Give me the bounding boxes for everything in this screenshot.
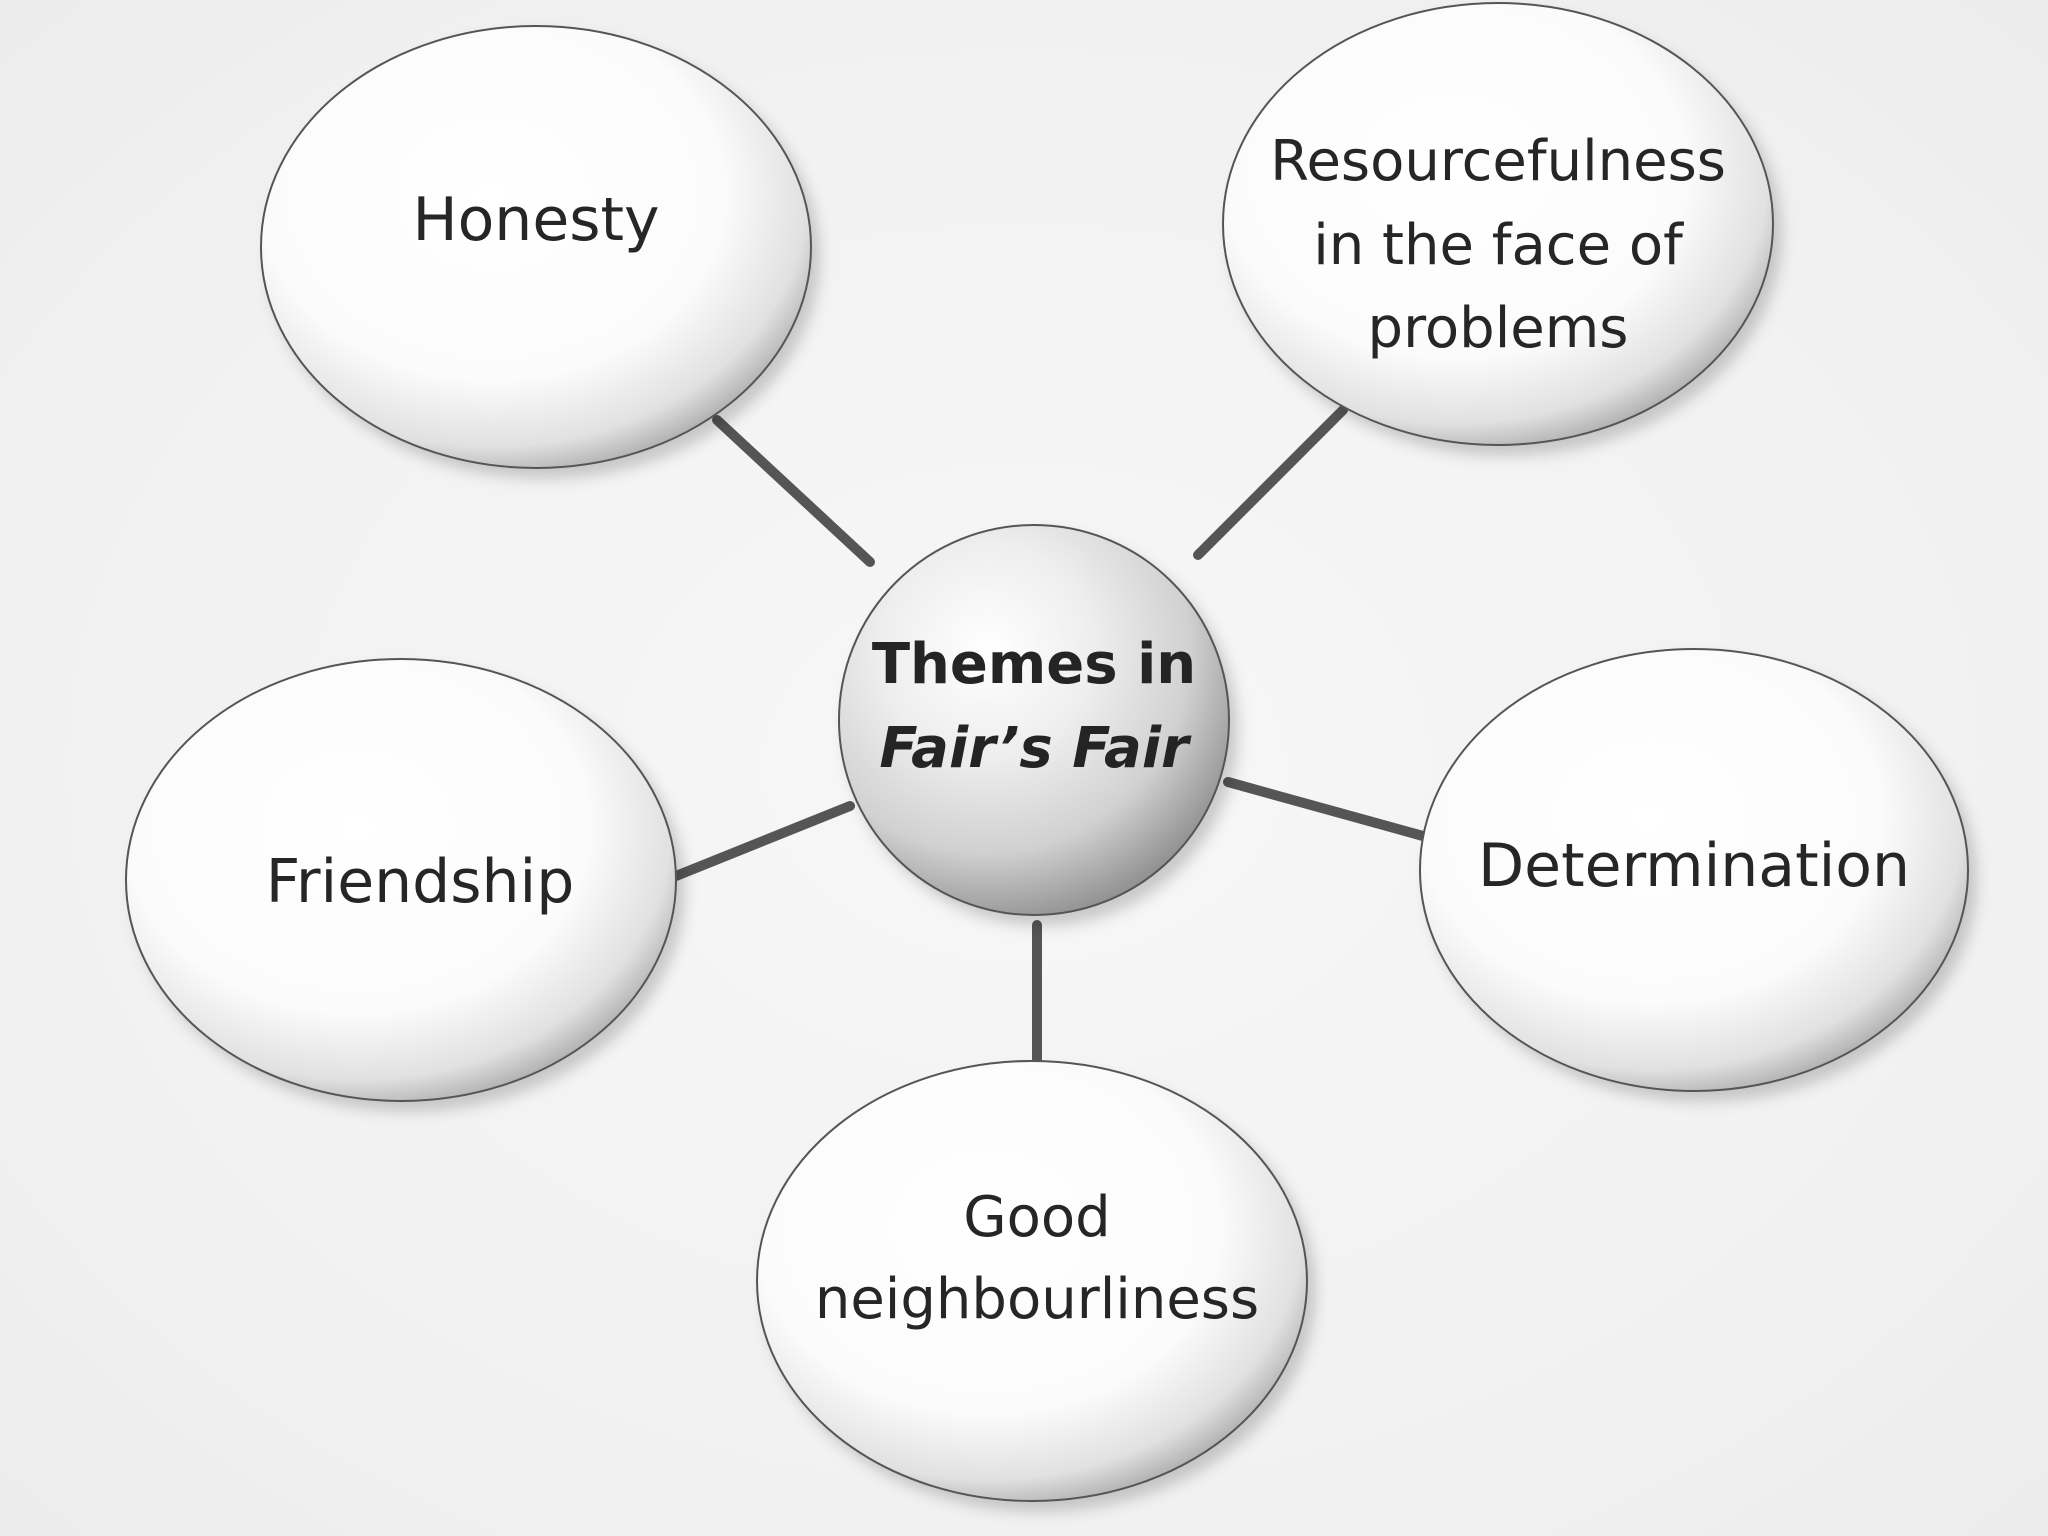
connector-friendship: [671, 801, 855, 881]
node-honesty: Honesty: [260, 25, 812, 469]
node-oval: [1419, 648, 1969, 1092]
node-label-line1: Resourcefulness: [1270, 129, 1726, 194]
node-label-line1: Good: [963, 1185, 1110, 1250]
node-oval: [260, 25, 812, 469]
connector-honesty: [712, 415, 875, 567]
connector-resourcefulness: [1193, 405, 1348, 560]
node-label: Determination: [1478, 831, 1910, 901]
connector-determination: [1223, 777, 1428, 841]
node-label-line3: problems: [1368, 296, 1629, 361]
node-label: Honesty: [412, 185, 659, 255]
node-resourcefulness: Resourcefulness in the face of problems: [1222, 2, 1774, 446]
node-oval: [1222, 2, 1774, 446]
center-node: Themes in Fair’s Fair: [838, 524, 1230, 916]
node-label: Friendship: [266, 847, 575, 917]
node-friendship: Friendship: [125, 658, 677, 1102]
node-oval: [125, 658, 677, 1102]
node-label-line2: in the face of: [1313, 213, 1684, 278]
node-determination: Determination: [1419, 648, 1969, 1092]
node-good-neighbourliness: Good neighbourliness: [756, 1060, 1308, 1502]
center-title-line2: Fair’s Fair: [879, 716, 1192, 781]
center-circle: [838, 524, 1230, 916]
node-oval: [756, 1060, 1308, 1502]
center-title-line1: Themes in: [872, 632, 1196, 697]
node-label-line2: neighbourliness: [815, 1267, 1259, 1332]
